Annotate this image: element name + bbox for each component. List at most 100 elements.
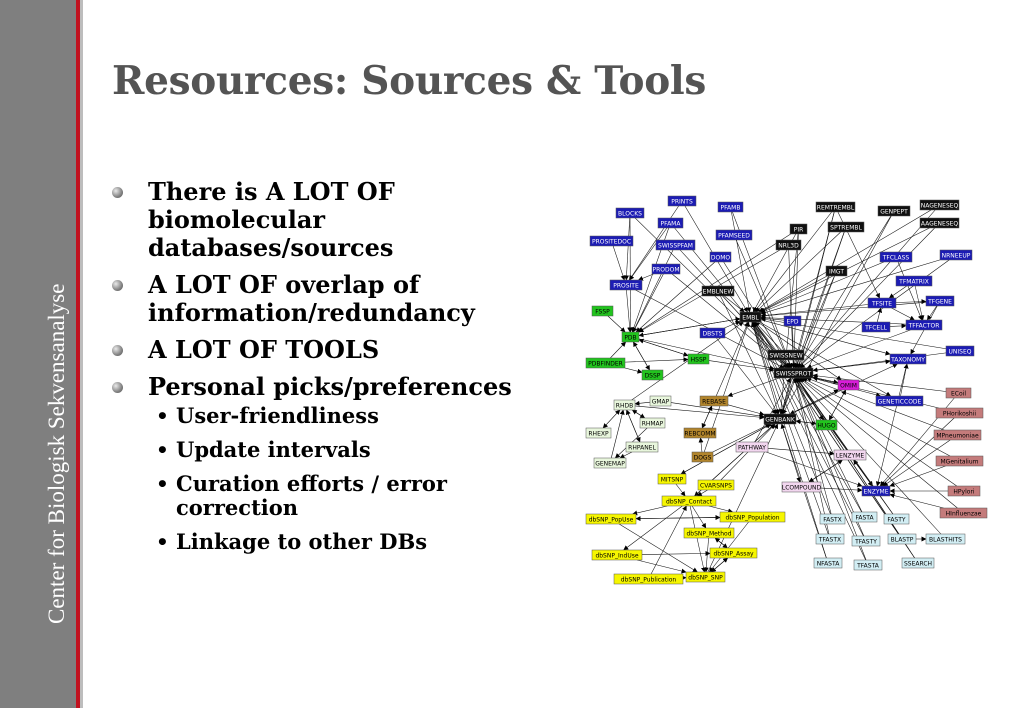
sub-bullet-item: •Update intervals bbox=[148, 438, 572, 463]
diagram-node-label: FASTX bbox=[823, 516, 842, 523]
diagram-node: PFAMA bbox=[657, 217, 684, 229]
diagram-node-box bbox=[591, 305, 614, 317]
diagram-node: REBASE bbox=[699, 395, 729, 407]
diagram-edge bbox=[602, 409, 621, 429]
diagram-node-box bbox=[813, 557, 843, 569]
diagram-node-label: PFAMA bbox=[661, 220, 682, 227]
diagram-node: HPylori bbox=[947, 485, 981, 497]
diagram-node-box bbox=[837, 379, 860, 391]
diagram-edge bbox=[634, 400, 651, 406]
diagram-node-box bbox=[763, 413, 797, 425]
diagram-node-label: TFFACTOR bbox=[908, 322, 940, 329]
diagram-edge bbox=[767, 448, 835, 456]
diagram-node-box bbox=[919, 199, 960, 211]
diagram-edge bbox=[638, 338, 689, 356]
diagram-edge bbox=[760, 319, 891, 356]
diagram-edge bbox=[624, 217, 630, 281]
diagram-edge bbox=[754, 321, 782, 351]
diagram-edge bbox=[635, 261, 716, 333]
diagram-node-label: FASTA bbox=[855, 514, 874, 521]
diagram-node-label: PRODOM bbox=[652, 266, 679, 273]
diagram-edge bbox=[760, 259, 941, 315]
diagram-edge bbox=[754, 211, 832, 313]
diagram-node: LCOMPOUND bbox=[781, 481, 822, 493]
diagram-node: FSSP bbox=[591, 305, 614, 317]
diagram-edge bbox=[795, 377, 865, 537]
diagram-edge bbox=[724, 295, 745, 313]
diagram-edge bbox=[820, 487, 863, 493]
diagram-node-box bbox=[925, 295, 955, 307]
diagram-node-box bbox=[717, 201, 744, 213]
diagram-node: SWISSNEW bbox=[767, 349, 805, 361]
diagram-edge bbox=[889, 323, 907, 329]
diagram-edge bbox=[720, 295, 778, 415]
diagram-edge bbox=[670, 402, 765, 419]
diagram-node-box bbox=[939, 249, 973, 261]
diagram-edge bbox=[793, 377, 830, 535]
diagram-node-label: TFASTX bbox=[818, 536, 841, 543]
bullet-item: There is A LOT OF biomolecular databases… bbox=[112, 178, 572, 262]
diagram-node: GMAP bbox=[649, 395, 672, 407]
diagram-node-box bbox=[715, 229, 753, 241]
bullet-text: A LOT OF TOOLS bbox=[148, 335, 380, 364]
diagram-node-box bbox=[691, 451, 714, 463]
diagram-edge bbox=[626, 409, 641, 443]
diagram-node-box bbox=[883, 513, 910, 525]
diagram-node-box bbox=[773, 367, 814, 379]
sidebar bbox=[0, 0, 76, 708]
diagram-edge bbox=[755, 231, 841, 313]
diagram-node-box bbox=[593, 457, 627, 469]
diagram-node-box bbox=[861, 485, 891, 497]
diagram-node-label: PRINTS bbox=[671, 198, 693, 205]
diagram-node-box bbox=[887, 533, 917, 545]
diagram-node: BLASTP bbox=[887, 533, 917, 545]
diagram-node-label: TFCELL bbox=[864, 324, 887, 331]
diagram-node: dbSNP_SNP bbox=[685, 571, 726, 583]
diagram-node-box bbox=[655, 239, 696, 251]
sidebar-shadow bbox=[80, 0, 83, 708]
diagram-edge bbox=[610, 409, 625, 459]
diagram-node-box bbox=[861, 321, 891, 333]
diagram-node: dbSNP_Assay bbox=[709, 547, 758, 559]
diagram-node-box bbox=[781, 481, 822, 493]
diagram-node-label: dbSNP_Contact bbox=[666, 498, 713, 505]
diagram-edge bbox=[708, 360, 775, 372]
diagram-node: EPD bbox=[783, 315, 802, 327]
diagram-node-box bbox=[661, 495, 717, 507]
diagram-node: SPTREMBL bbox=[827, 221, 865, 233]
sub-bullet-list: •User-friendliness •Update intervals •Cu… bbox=[148, 404, 572, 555]
diagram-edge bbox=[812, 373, 947, 392]
diagram-node-box bbox=[833, 449, 867, 461]
diagram-node: SSEARCH bbox=[901, 557, 935, 569]
diagram-node: HUGO bbox=[815, 419, 838, 431]
diagram-node-box bbox=[699, 327, 726, 339]
diagram-edge bbox=[760, 304, 869, 318]
diagram-node: ECoil bbox=[945, 387, 972, 399]
diagram-edge bbox=[760, 301, 927, 319]
diagram-node-box bbox=[683, 527, 735, 539]
diagram-node-label: TFCLASS bbox=[882, 254, 910, 261]
diagram-node-label: PATHWAY bbox=[738, 444, 766, 451]
sub-bullet-text: Curation efforts / error correction bbox=[176, 471, 447, 520]
sub-bullet-item: •User-friendliness bbox=[148, 404, 572, 429]
diagram-node-label: TFSITE bbox=[871, 300, 892, 307]
diagram-node-label: REMTREMBL bbox=[817, 204, 855, 211]
diagram-edge bbox=[638, 317, 741, 336]
diagram-node-label: DBSTS bbox=[703, 330, 723, 337]
diagram-node-label: PHorikoshii bbox=[943, 410, 976, 417]
diagram-node-label: ENZYME bbox=[863, 488, 888, 495]
diagram-node-label: HUGO bbox=[817, 422, 836, 429]
diagram-node-box bbox=[853, 559, 883, 571]
diagram-node-label: HInfluenzae bbox=[946, 510, 982, 517]
diagram-edge bbox=[698, 437, 704, 453]
diagram-node-label: TAXONOMY bbox=[890, 356, 925, 363]
diagram-node-box bbox=[895, 275, 933, 287]
diagram-node: REBCOMM bbox=[683, 427, 717, 439]
diagram-node-box bbox=[613, 573, 684, 585]
diagram-node-label: PROSITE bbox=[613, 282, 639, 289]
diagram-node: UNISEQ bbox=[945, 345, 975, 357]
diagram-node-box bbox=[589, 235, 634, 247]
diagram-node-label: EMBLNEW bbox=[703, 288, 734, 295]
diagram-edge bbox=[759, 275, 828, 313]
diagram-node: RHEXP bbox=[585, 427, 612, 439]
